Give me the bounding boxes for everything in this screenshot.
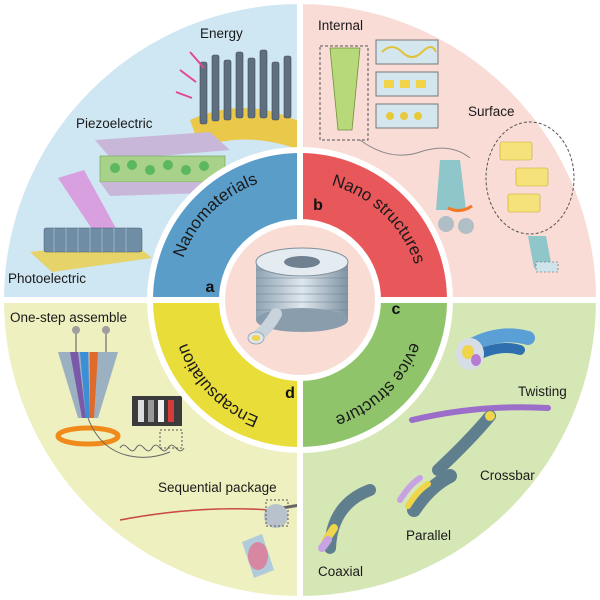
sequential-package-illustration [119, 499, 301, 578]
label-twisting: Twisting [518, 384, 567, 399]
coaxial-fiber-illustration [318, 484, 376, 554]
label-sequential-package: Sequential package [158, 480, 277, 495]
quadrant-labels: Energy Piezoelectric Photoelectric Inter… [8, 18, 567, 579]
letter-a: a [206, 279, 215, 296]
letter-c: c [392, 301, 401, 318]
letter-d: d [285, 385, 295, 402]
twisting-fiber-illustration [456, 328, 535, 370]
crossbar-fiber-illustration [409, 404, 551, 476]
label-coaxial: Coaxial [318, 564, 363, 579]
label-internal: Internal [318, 18, 363, 33]
letter-b: b [313, 197, 323, 214]
photoelectric-illustration [30, 170, 152, 272]
surface-structure-illustration [436, 121, 575, 273]
label-parallel: Parallel [406, 528, 451, 543]
one-step-assemble-illustration [55, 326, 185, 458]
label-one-step-assemble: One-step assemble [10, 310, 127, 325]
label-photoelectric: Photoelectric [8, 271, 86, 286]
energy-nanorods-illustration [175, 49, 300, 150]
internal-structure-illustration [319, 39, 471, 159]
label-surface: Surface [468, 104, 515, 119]
label-crossbar: Crossbar [480, 468, 535, 483]
parallel-fiber-illustration [397, 469, 457, 517]
label-piezoelectric: Piezoelectric [76, 116, 153, 131]
label-energy: Energy [200, 26, 243, 41]
fiber-spool-illustration [247, 247, 349, 345]
